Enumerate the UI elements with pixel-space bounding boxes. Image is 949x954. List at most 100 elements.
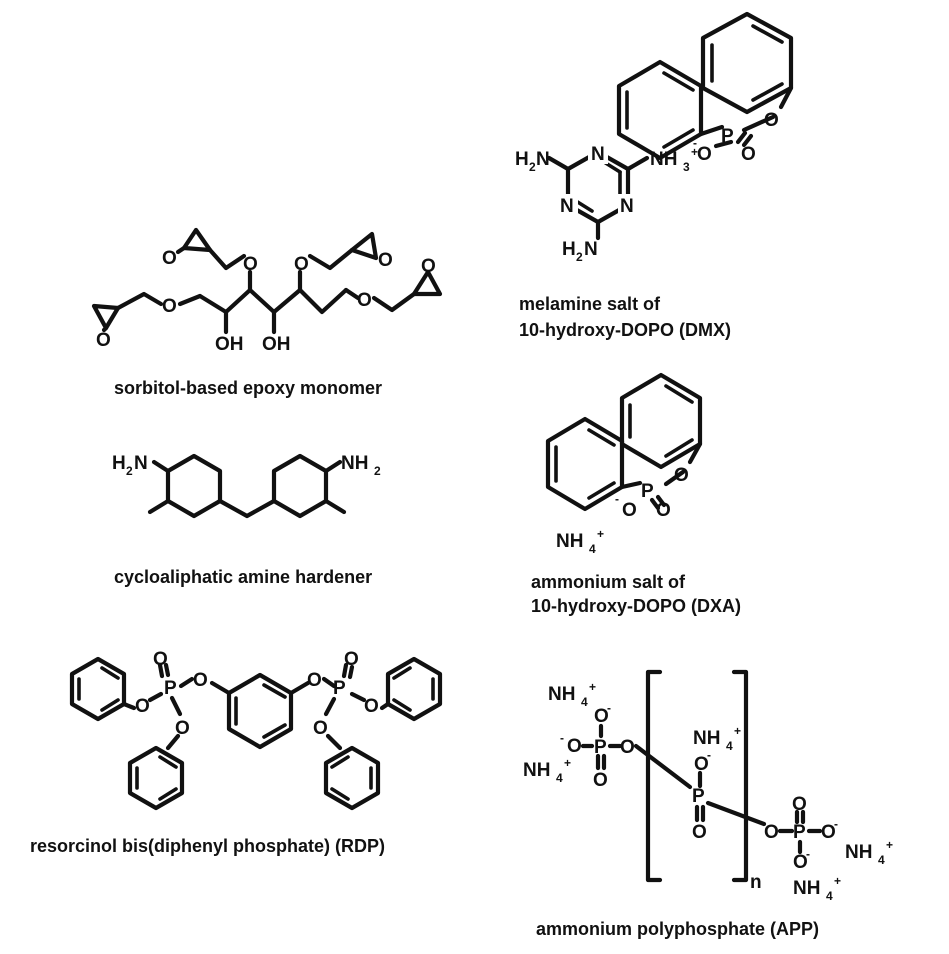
svg-text:O: O [313,718,328,739]
svg-text:O: O [364,696,379,717]
dxa-caption-line1: ammonium salt of [531,572,686,592]
dxa-phosphoryl-o: O [656,500,671,521]
dmx-triazine-n3: N [560,196,574,217]
svg-text:N: N [134,453,148,474]
svg-text:+: + [734,724,741,738]
dxa-benzene-ring-left [545,416,625,512]
svg-text:O: O [692,822,707,843]
app-phosphorus-repeat: P [692,786,705,807]
svg-text:O: O [153,649,168,670]
svg-text:2: 2 [374,464,381,478]
dmx-caption-line1: melamine salt of [519,294,661,314]
dmx-ammonium-group: NH 3 + [650,145,698,174]
svg-text:O: O [378,250,393,271]
dmx-benzene-ring-left [616,59,704,161]
svg-text:+: + [597,527,604,541]
dmx-amino-left: H 2 N [515,149,550,174]
dmx-structure: O P O - O N N N H 2 N NH 3 + H 2 N [515,11,794,340]
dxa-structure: O P O - O NH 4 + ammonium salt of 10-hyd… [531,372,741,616]
svg-text:O: O [594,706,609,727]
rdp-phenyl-1 [69,656,127,722]
svg-text:O: O [793,852,808,873]
svg-text:NH: NH [341,453,368,474]
app-phosphorus-right: P [793,822,806,843]
svg-text:+: + [691,145,698,159]
app-ammonium-left: NH 4 + [523,756,571,785]
dmx-caption-line2: 10-hydroxy-DOPO (DMX) [519,320,731,340]
dxa-phosphoryl-o-minus: O [622,500,637,521]
sorbitol-epoxide-top-right [349,231,379,261]
app-ammonium-top-left: NH 4 + [548,680,596,709]
svg-text:4: 4 [826,889,833,903]
amine-cyclohexane-left [165,453,223,519]
amine-structure: H 2 N NH 2 cycloaliphatic amine hardener [112,453,381,587]
svg-text:O: O [243,254,258,275]
svg-text:O: O [593,770,608,791]
svg-text:2: 2 [576,250,583,264]
sorbitol-caption: sorbitol-based epoxy monomer [114,378,382,398]
app-ammonium-center: NH 4 + [693,724,741,753]
rdp-phenyl-2 [127,745,185,811]
svg-text:O: O [135,696,150,717]
dmx-amino-bottom: H 2 N [562,239,598,264]
dmx-triazine-n1: N [591,144,605,165]
dmx-phosphoryl-o-minus: O [697,144,712,165]
sorbitol-epoxide-top-left [181,227,213,253]
amine-nh2-left: H 2 N [112,453,148,478]
svg-text:H: H [562,239,576,260]
sorbitol-epoxide-right [411,269,443,297]
dmx-triazine-n2: N [620,196,634,217]
svg-text:O: O [96,330,111,351]
app-ammonium-right: NH 4 + [845,838,893,867]
svg-text:H: H [515,149,529,170]
svg-text:O: O [357,290,372,311]
svg-text:4: 4 [581,695,588,709]
svg-text:O: O [307,670,322,691]
svg-text:+: + [886,838,893,852]
svg-text:-: - [615,492,619,506]
svg-text:O: O [792,794,807,815]
svg-text:NH: NH [793,878,820,899]
svg-text:O: O [421,256,436,277]
svg-text:N: N [536,149,550,170]
sorbitol-hydroxyl-1: OH [215,334,244,355]
app-bracket-left [645,669,663,883]
app-caption: ammonium polyphosphate (APP) [536,919,819,939]
rdp-phenyl-4 [323,745,381,811]
svg-text:-: - [693,136,697,150]
svg-text:-: - [607,701,611,715]
rdp-caption: resorcinol bis(diphenyl phosphate) (RDP) [30,836,385,856]
svg-text:O: O [294,254,309,275]
svg-text:+: + [564,756,571,770]
svg-text:4: 4 [589,542,596,556]
svg-text:3: 3 [683,160,690,174]
rdp-phosphorus-right: P [333,678,346,699]
app-repeat-n: n [750,872,762,893]
svg-text:H: H [112,453,126,474]
rdp-phenyl-3 [385,656,443,722]
svg-text:2: 2 [529,160,536,174]
app-structure: NH 4 + O - - O P O O NH 4 + n P O - NH [523,669,893,939]
amine-caption: cycloaliphatic amine hardener [114,567,372,587]
dmx-phosphorus: P [721,126,734,147]
svg-text:NH: NH [556,531,583,552]
amine-cyclohexane-right [271,453,329,519]
svg-text:O: O [344,649,359,670]
svg-text:O: O [193,670,208,691]
sorbitol-structure: O O OH OH O O O O O O sorbitol-based epo… [91,227,443,398]
svg-text:NH: NH [548,684,575,705]
sorbitol-epoxide-left [91,303,121,331]
svg-text:O: O [162,296,177,317]
app-phosphorus-left: P [594,737,607,758]
svg-text:NH: NH [650,149,677,170]
svg-text:-: - [560,731,564,745]
svg-text:O: O [620,737,635,758]
svg-text:-: - [834,817,838,831]
svg-text:2: 2 [126,464,133,478]
svg-text:O: O [821,822,836,843]
dmx-benzene-ring-right [700,11,794,115]
svg-text:N: N [584,239,598,260]
svg-text:O: O [175,718,190,739]
svg-text:NH: NH [693,728,720,749]
